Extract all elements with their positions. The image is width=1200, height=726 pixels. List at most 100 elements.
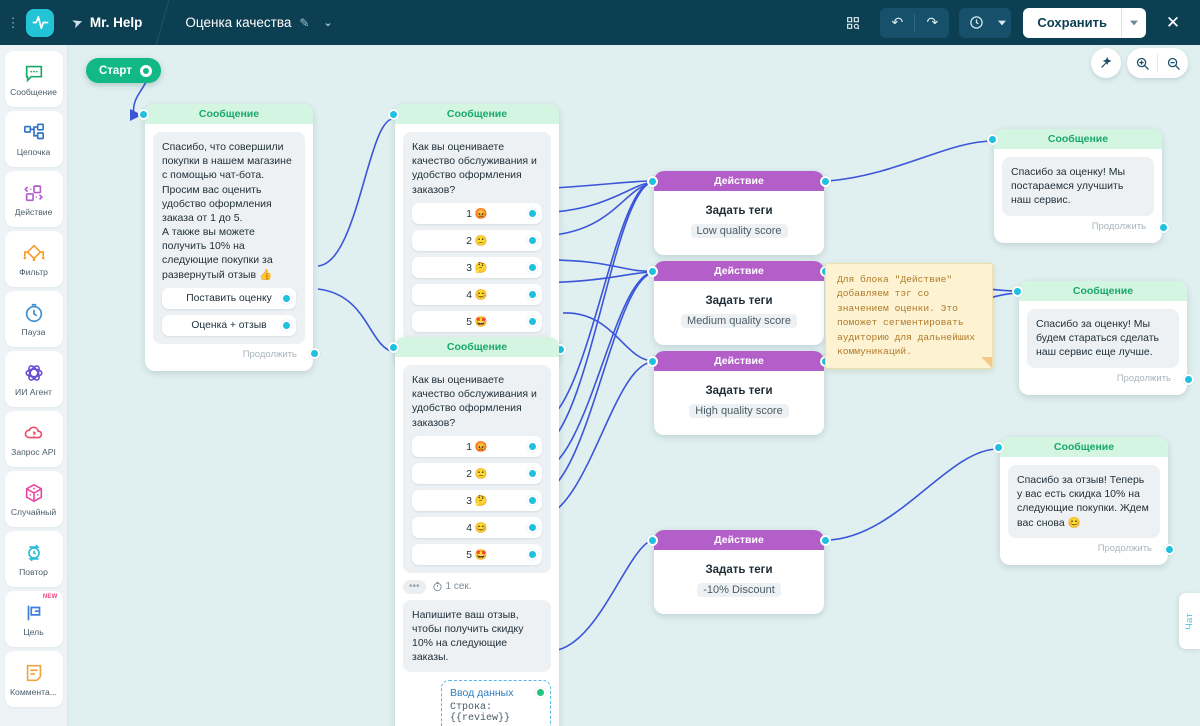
output-port[interactable] [820, 176, 831, 187]
option-label: 3 🤔 [466, 495, 488, 507]
history-group[interactable] [959, 7, 1012, 38]
input-port[interactable] [993, 442, 1004, 453]
node-header: Действие [654, 530, 824, 550]
option-button[interactable]: 4 😊 [412, 516, 542, 538]
sidebar-item-pause[interactable]: Пауза [4, 291, 63, 347]
option-output-port[interactable] [527, 261, 538, 273]
option-button[interactable]: 4 😊 [412, 283, 542, 305]
input-port[interactable] [647, 176, 658, 187]
node-body: Задать теги High quality score [654, 371, 824, 435]
bot-selector[interactable]: ➤ Mr. Help [70, 13, 143, 31]
node-rating-top[interactable]: Сообщение Как вы оцениваете качество обс… [388, 104, 566, 367]
sidebar-item-chain[interactable]: Цепочка [4, 111, 63, 167]
start-output-port[interactable] [139, 64, 152, 77]
option-label: 5 🤩 [466, 316, 488, 328]
option-label: 5 🤩 [466, 549, 488, 561]
option-output-port[interactable] [527, 234, 538, 246]
save-button-group[interactable]: Сохранить [1023, 7, 1146, 38]
sidebar-item-message[interactable]: Сообщение [4, 51, 63, 107]
node-action-high[interactable]: Действие Задать теги High quality score [647, 351, 831, 435]
option-output-port[interactable] [527, 440, 538, 452]
redo-arrow-icon[interactable]: ↷ [926, 14, 939, 30]
option-output-port[interactable] [527, 288, 538, 300]
option-button[interactable]: 1 😡 [412, 202, 542, 224]
sidebar-item-api-request[interactable]: Запрос API [4, 411, 63, 467]
node-action-medium[interactable]: Действие Задать теги Medium quality scor… [647, 261, 831, 345]
option-output-port[interactable] [527, 548, 538, 560]
sidebar-item-random[interactable]: Случайный [4, 471, 63, 527]
continue-label: Продолжить [1116, 372, 1171, 384]
node-thanks-review[interactable]: Сообщение Спасибо за отзыв! Теперь у вас… [993, 437, 1175, 565]
node-thanks-low[interactable]: Сообщение Спасибо за оценку! Мы постарае… [987, 129, 1169, 243]
input-port[interactable] [647, 535, 658, 546]
option-button[interactable]: 3 🤔 [412, 489, 542, 511]
data-input-success-port[interactable] [535, 687, 546, 699]
option-output-port[interactable] [281, 319, 292, 331]
node-action-discount[interactable]: Действие Задать теги -10% Discount [647, 530, 831, 614]
continue-output-port[interactable] [1158, 221, 1169, 233]
sidebar-item-repeat[interactable]: Повтор [4, 531, 63, 587]
delay-row[interactable]: ••• 1 сек. [403, 579, 551, 594]
option-output-port[interactable] [527, 467, 538, 479]
option-button[interactable]: Поставить оценку [162, 287, 296, 309]
sidebar-item-comment[interactable]: Коммента... [4, 651, 63, 707]
option-button[interactable]: 2 🙁 [412, 229, 542, 251]
input-port[interactable] [138, 109, 149, 120]
option-output-port[interactable] [527, 315, 538, 327]
data-input-block[interactable]: Ввод данных Строка: {{review}} 1 ч. [441, 680, 551, 726]
kebab-menu-icon[interactable]: ⋮ [6, 15, 20, 30]
node-body: Как вы оцениваете качество обслуживания … [395, 357, 559, 726]
continue-output-port[interactable] [1183, 373, 1194, 385]
node-body: Спасибо за оценку! Мы постараемся улучши… [994, 149, 1162, 243]
output-port[interactable] [820, 535, 831, 546]
message-text: Спасибо, что совершили покупки в нашем м… [162, 141, 292, 281]
pulse-logo-icon[interactable] [26, 8, 54, 37]
node-action-low[interactable]: Действие Задать теги Low quality score [647, 171, 831, 255]
chat-tab-button[interactable]: Чат [1179, 593, 1200, 649]
option-output-port[interactable] [527, 494, 538, 506]
chat-tab-label: Чат [1184, 612, 1195, 630]
option-button[interactable]: 5 🤩 [412, 543, 542, 565]
node-welcome-message[interactable]: Сообщение Спасибо, что совершили покупки… [138, 104, 320, 371]
flow-canvas[interactable]: Чат Старт Сообщение Спасибо, что соверши… [68, 45, 1200, 726]
left-sidebar: Сообщение Цепочка Действие [0, 45, 68, 726]
continue-output-port[interactable] [1164, 543, 1175, 555]
input-port[interactable] [987, 134, 998, 145]
option-button[interactable]: 1 😡 [412, 435, 542, 457]
chevron-down-icon[interactable]: ⌄ [323, 17, 333, 29]
sidebar-item-action[interactable]: Действие [4, 171, 63, 227]
input-port[interactable] [647, 356, 658, 367]
sticky-comment-note[interactable]: Для блока "Действие" добавляем тэг со зн… [825, 263, 993, 370]
option-button[interactable]: Оценка + отзыв [162, 314, 296, 336]
qr-scan-icon[interactable] [836, 6, 870, 40]
option-button[interactable]: 2 🙁 [412, 462, 542, 484]
zoom-in-icon[interactable] [1127, 48, 1157, 78]
input-port[interactable] [1012, 286, 1023, 297]
sidebar-item-ai-agent[interactable]: ИИ Агент [4, 351, 63, 407]
undo-redo-group: ↶ ↷ [880, 7, 950, 38]
input-port[interactable] [388, 109, 399, 120]
continue-output-port[interactable] [309, 347, 320, 359]
start-node[interactable]: Старт [86, 58, 161, 83]
magic-wand-icon[interactable] [1091, 48, 1121, 78]
node-body: Как вы оцениваете качество обслуживания … [395, 124, 559, 367]
pencil-icon[interactable]: ✎ [299, 15, 310, 30]
undo-arrow-icon[interactable]: ↶ [891, 14, 904, 30]
option-output-port[interactable] [527, 521, 538, 533]
option-button[interactable]: 3 🤔 [412, 256, 542, 278]
save-button[interactable]: Сохранить [1037, 15, 1107, 30]
node-rating-review[interactable]: Сообщение Как вы оцениваете качество обс… [388, 337, 559, 726]
close-icon[interactable]: ✕ [1165, 12, 1181, 32]
option-button[interactable]: 5 🤩 [412, 310, 542, 332]
clock-history-icon[interactable] [959, 8, 993, 38]
zoom-out-icon[interactable] [1158, 48, 1188, 78]
node-thanks-high[interactable]: Сообщение Спасибо за оценку! Мы будем ст… [1012, 281, 1194, 395]
input-port[interactable] [647, 266, 658, 277]
caret-down-icon[interactable] [993, 8, 1011, 38]
save-options-caret-icon[interactable] [1121, 7, 1146, 38]
option-output-port[interactable] [527, 207, 538, 219]
input-port[interactable] [388, 342, 399, 353]
sidebar-item-goal[interactable]: NEW Цель [4, 591, 63, 647]
option-output-port[interactable] [281, 292, 292, 304]
sidebar-item-filter[interactable]: Фильтр [4, 231, 63, 287]
